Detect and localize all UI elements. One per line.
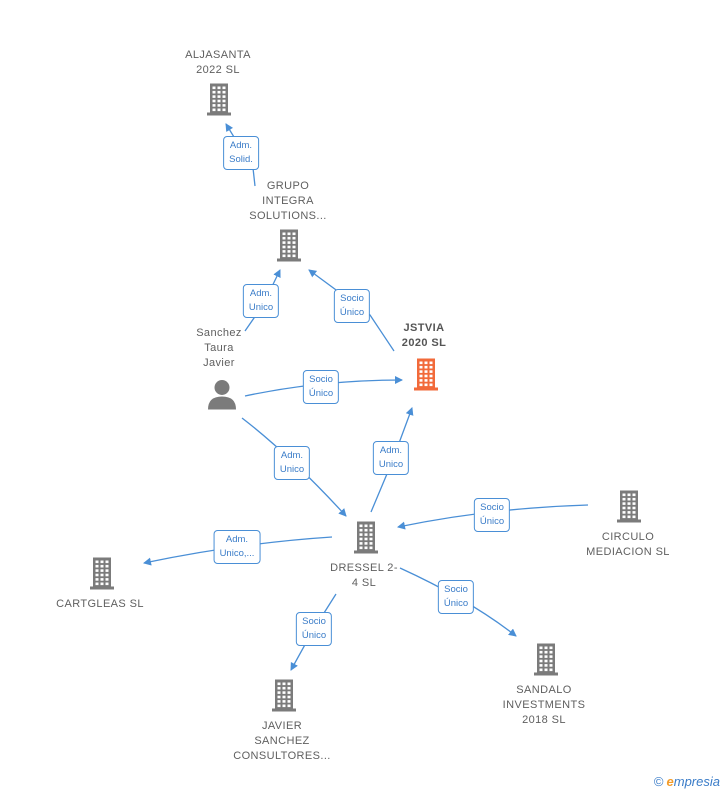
node-label-line: SANCHEZ <box>254 735 310 747</box>
node-label-line: DRESSEL 2- <box>330 562 398 574</box>
node-label-line: CIRCULO <box>601 531 655 543</box>
edge-label-sanchez-to-grupo[interactable]: Adm. Unico <box>242 284 280 318</box>
node-label-aljasanta[interactable]: ALJASANTA 2022 SL <box>185 48 251 78</box>
node-label-sandalo[interactable]: SANDALO INVESTMENTS 2018 SL <box>503 683 586 728</box>
edge-label-line: Socio <box>340 293 364 304</box>
node-label-line: Taura <box>204 342 234 354</box>
building-icon[interactable] <box>614 489 644 528</box>
edge-label-line: Unico <box>248 302 274 313</box>
edge-label-line: Socio <box>302 616 326 627</box>
node-label-line: CARTGLEAS SL <box>56 598 144 610</box>
node-label-line: CONSULTORES... <box>233 750 331 762</box>
node-label-line: Javier <box>203 357 235 369</box>
node-label-line: 2022 SL <box>196 64 240 76</box>
edge-label-line: Unico,... <box>219 548 255 559</box>
edge-label-line: Único <box>443 598 469 609</box>
node-label-line: INVESTMENTS <box>502 699 586 711</box>
edge-label-line: Único <box>308 388 334 399</box>
node-label-line: INTEGRA <box>262 195 314 207</box>
edge-label-line: Adm. <box>280 450 304 461</box>
brand-initial: e <box>666 774 674 789</box>
node-label-line: Sanchez <box>196 327 242 339</box>
person-icon[interactable] <box>206 380 238 415</box>
building-icon[interactable] <box>204 82 234 121</box>
edge-label-line: Socio <box>480 502 504 513</box>
node-label-dressel[interactable]: DRESSEL 2- 4 SL <box>330 561 398 591</box>
edge-label-line: Único <box>339 307 365 318</box>
brand-name: mpresia <box>673 774 720 789</box>
building-icon[interactable] <box>274 228 304 267</box>
node-label-line: JAVIER <box>261 720 303 732</box>
node-label-line: 2020 SL <box>401 337 447 349</box>
node-label-cartgleas[interactable]: CARTGLEAS SL <box>56 597 144 612</box>
edge-label-line: Socio <box>444 584 468 595</box>
edge-label-line: Socio <box>309 374 333 385</box>
node-label-javier[interactable]: JAVIER SANCHEZ CONSULTORES... <box>233 719 331 764</box>
node-label-circulo[interactable]: CIRCULO MEDIACION SL <box>586 530 670 560</box>
edge-label-line: Solid. <box>229 154 253 165</box>
edge-label-dressel-to-cartgleas[interactable]: Adm. Unico,... <box>213 530 261 564</box>
edge-label-grupo-to-aljasanta[interactable]: Adm. Solid. <box>223 136 259 170</box>
edge-label-sanchez-to-dressel[interactable]: Adm. Unico <box>273 446 311 480</box>
node-label-line: SOLUTIONS... <box>249 210 327 222</box>
node-label-line: GRUPO <box>266 180 310 192</box>
edge-label-dressel-to-jstvia[interactable]: Adm. Unico <box>372 441 410 475</box>
node-label-grupo[interactable]: GRUPO INTEGRA SOLUTIONS... <box>249 179 327 224</box>
building-icon[interactable] <box>87 556 117 595</box>
building-icon[interactable] <box>351 520 381 559</box>
node-label-line: 2018 SL <box>522 714 566 726</box>
node-label-jstvia[interactable]: JSTVIA 2020 SL <box>402 321 446 351</box>
edge-label-line: Unico <box>378 459 404 470</box>
edge-jstvia-to-grupo <box>308 269 395 352</box>
node-label-line: ALJASANTA <box>185 49 251 61</box>
building-icon[interactable] <box>269 678 299 717</box>
edge-label-line: Adm. <box>225 534 249 545</box>
edge-label-line: Unico <box>279 464 305 475</box>
edge-label-line: Adm. <box>249 288 273 299</box>
copyright-symbol: © <box>653 774 664 789</box>
building-icon[interactable] <box>411 357 441 396</box>
empresia-watermark: ©empresia <box>654 774 720 789</box>
node-label-line: 4 SL <box>351 577 377 589</box>
node-label-line: MEDIACION SL <box>586 546 670 558</box>
edge-label-line: Adm. <box>229 140 253 151</box>
edge-label-line: Adm. <box>379 445 403 456</box>
node-label-line: SANDALO <box>516 684 572 696</box>
node-label-line: JSTVIA <box>403 322 445 334</box>
edge-label-line: Único <box>301 630 327 641</box>
edge-label-line: Único <box>479 516 505 527</box>
building-icon[interactable] <box>531 642 561 681</box>
